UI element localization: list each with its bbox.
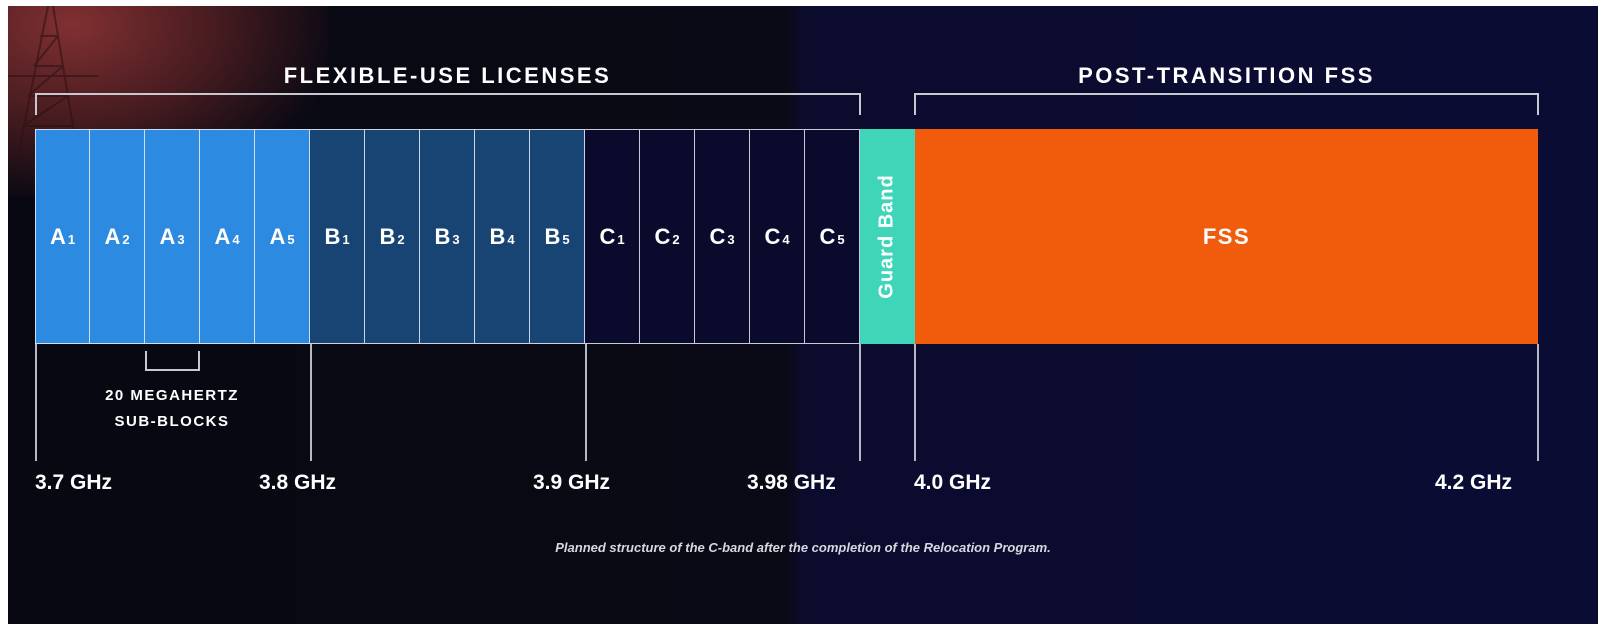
sub-blocks-label-line1: 20 MEGAHERTZ: [105, 387, 239, 404]
fss-block: FSS: [915, 129, 1538, 344]
block-letter: C: [819, 223, 836, 249]
block-letter: A: [269, 223, 286, 249]
post-transition-bracket: [914, 93, 1539, 115]
tick-3-8: [310, 344, 312, 461]
guard-band-label: Guard Band: [876, 174, 899, 299]
tick-3-98: [859, 344, 861, 461]
block-letter: C: [599, 223, 616, 249]
block-letter: C: [654, 223, 671, 249]
block-subscript: 3: [452, 232, 460, 247]
tick-4-0: [914, 344, 916, 461]
block-letter: A: [214, 223, 231, 249]
freq-label: 3.8 GHz: [259, 471, 337, 494]
freq-label: 4.2 GHz: [1435, 471, 1513, 494]
post-transition-fss-header: POST-TRANSITION FSS: [1078, 63, 1375, 88]
block-letter: C: [709, 223, 726, 249]
block-letter: C: [764, 223, 781, 249]
freq-label: 4.0 GHz: [914, 471, 992, 494]
freq-label: 3.98 GHz: [747, 471, 836, 494]
tick-3-7: [35, 344, 37, 461]
block-subscript: 2: [122, 232, 130, 247]
flexible-use-bracket: [35, 93, 861, 115]
guard-band: Guard Band: [860, 129, 915, 344]
block-letter: B: [489, 223, 506, 249]
c-band-diagram: FLEXIBLE-USE LICENSES POST-TRANSITION FS…: [8, 6, 1598, 624]
block-subscript: 2: [672, 232, 680, 247]
block-letter: B: [544, 223, 561, 249]
freq-label: 3.9 GHz: [533, 471, 611, 494]
tick-3-9: [585, 344, 587, 461]
block-letter: B: [324, 223, 341, 249]
block-subscript: 4: [232, 232, 240, 247]
block-letter: A: [159, 223, 176, 249]
sub-block-bracket: [145, 351, 200, 371]
caption: Planned structure of the C-band after th…: [555, 540, 1051, 555]
block-letter: A: [104, 223, 121, 249]
block-subscript: 5: [837, 232, 845, 247]
block-subscript: 2: [397, 232, 405, 247]
tick-4-2: [1537, 344, 1539, 461]
block-subscript: 1: [342, 232, 350, 247]
block-letter: B: [434, 223, 451, 249]
sub-blocks-label-line2: SUB-BLOCKS: [114, 413, 230, 430]
block-letter: A: [49, 223, 66, 249]
fss-label: FSS: [1202, 223, 1251, 249]
freq-label: 3.7 GHz: [35, 471, 113, 494]
flexible-use-licenses-header: FLEXIBLE-USE LICENSES: [283, 63, 612, 88]
block-subscript: 5: [562, 232, 570, 247]
block-subscript: 4: [507, 232, 515, 247]
block-subscript: 3: [177, 232, 185, 247]
block-letter: B: [379, 223, 396, 249]
block-subscript: 1: [617, 232, 625, 247]
block-subscript: 5: [287, 232, 295, 247]
block-subscript: 3: [727, 232, 735, 247]
block-subscript: 1: [67, 232, 76, 247]
block-subscript: 4: [782, 232, 790, 247]
